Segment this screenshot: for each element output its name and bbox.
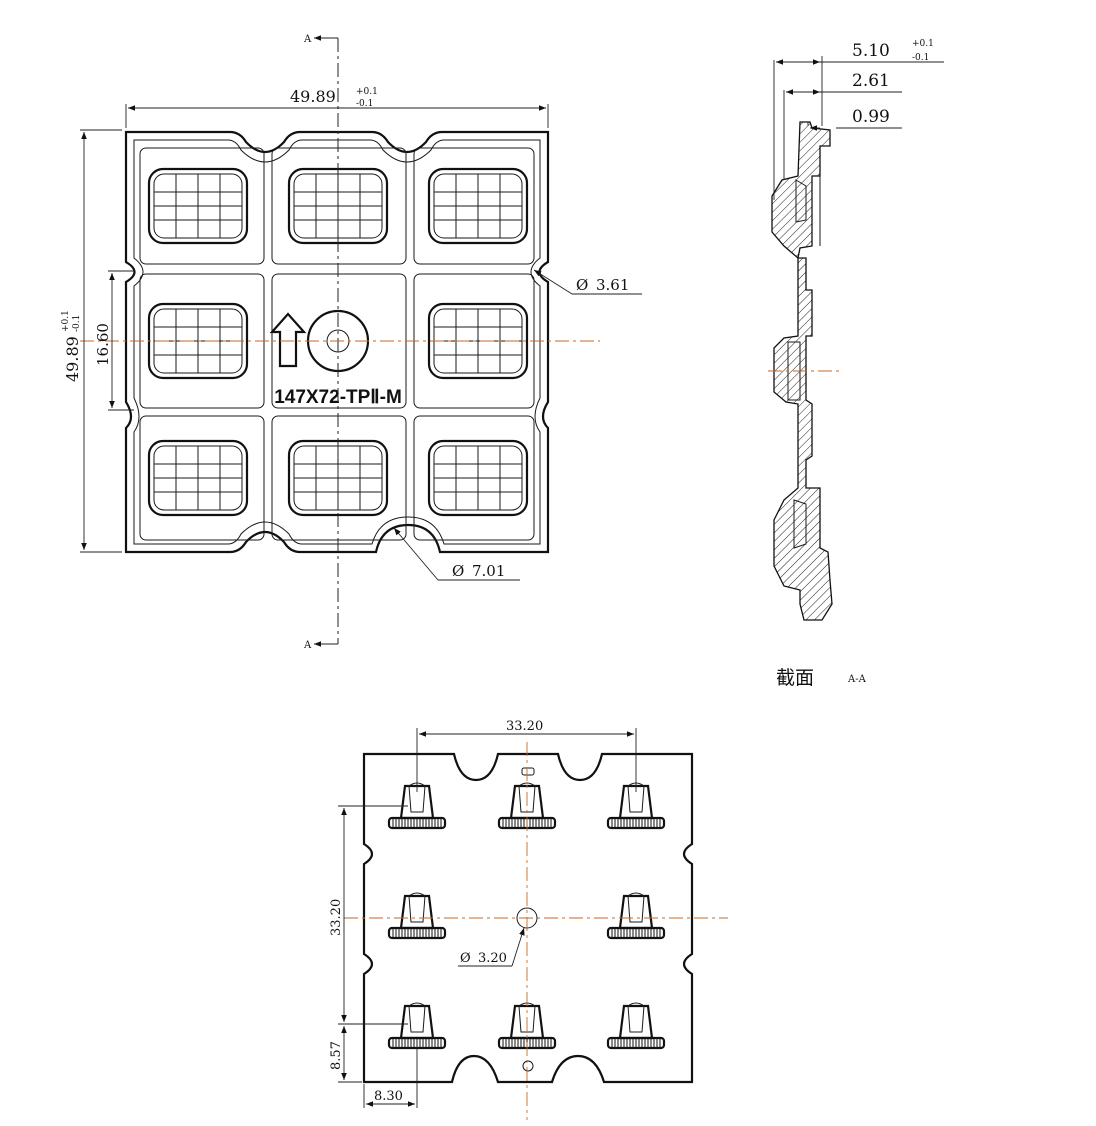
offset-bottom-value: 8.57 [329, 1041, 344, 1070]
section-marker-top: A [303, 34, 312, 45]
front-view: 147X72-TPⅡ-M A A 49.89 +0.1 -0.1 49.89 +… [61, 34, 642, 651]
lens-outline [427, 167, 529, 245]
cell-frame [139, 415, 265, 541]
offset-left-value: 8.30 [374, 1089, 403, 1104]
small-notch-leader [533, 269, 573, 295]
small-notch-dia-symbol: Ø [576, 276, 588, 294]
clip [606, 1002, 666, 1050]
cell-frame [271, 147, 407, 265]
height-dim-value: 49.89 [63, 336, 82, 382]
clip-head [518, 1002, 536, 1033]
lens-cell-grid [139, 147, 535, 541]
large-notch-dia-value: 7.01 [472, 562, 505, 580]
back-outline [362, 752, 694, 1084]
clip-body [618, 894, 654, 930]
lens-outline [427, 439, 529, 517]
bottom-hole [522, 1060, 534, 1072]
pitch-x-value: 33.20 [506, 719, 543, 734]
pitch-y-value: 33.20 [329, 899, 344, 936]
clip-body [618, 1004, 654, 1040]
center-hole-dia-symbol: Ø [460, 951, 471, 966]
width-dim-tol-minus: -0.1 [356, 99, 373, 109]
cell-frame [271, 415, 407, 541]
center-hole-leader [511, 927, 525, 967]
clip-base [387, 816, 447, 830]
front-outline [124, 130, 550, 554]
clip-base [606, 1036, 666, 1050]
lens-outline [147, 167, 249, 245]
height-dim-tol-plus: +0.1 [61, 310, 71, 332]
dim-total-tol-plus: +0.1 [912, 39, 934, 49]
lens-outline [147, 439, 249, 517]
center-hole-dia-value: 3.20 [478, 951, 507, 966]
clip-base [387, 926, 447, 940]
section-cavity [793, 499, 807, 549]
back-view: 33.20 33.20 8.57 8.30 Ø 3.20 [329, 719, 728, 1120]
small-notch-dia-value: 3.61 [596, 276, 629, 294]
section-cavity [787, 341, 801, 401]
height-dim-tol-minus: -0.1 [72, 315, 82, 332]
pitch-dim-value: 16.60 [94, 323, 112, 366]
clip-base [606, 816, 666, 830]
clip-head [627, 1002, 645, 1033]
section-view: 5.10 +0.1 -0.1 2.61 0.99 截面 A-A [768, 39, 944, 689]
clip-body [399, 894, 435, 930]
clip [606, 782, 666, 830]
section-caption-id: A-A [847, 674, 867, 685]
clip [387, 892, 447, 940]
dim-total-value: 5.10 [852, 41, 890, 61]
dim-mid-value: 2.61 [852, 71, 890, 91]
clip [606, 892, 666, 940]
clip-body [399, 1004, 435, 1040]
width-dim-tol-plus: +0.1 [356, 87, 378, 97]
cell-frame [139, 147, 265, 265]
orientation-arrow-icon [269, 312, 307, 368]
clip-base [606, 926, 666, 940]
clip-head [627, 892, 645, 923]
large-notch-leader [393, 527, 439, 581]
clip-head [408, 782, 426, 813]
large-notch-dia-symbol: Ø [452, 562, 464, 580]
lens-outline [427, 302, 529, 380]
top-slot [521, 767, 535, 776]
cell-frame [413, 415, 535, 541]
width-dim-value: 49.89 [290, 87, 336, 106]
cell-frame [413, 147, 535, 265]
section-caption-cn: 截面 [776, 667, 814, 689]
section-marker-bottom: A [303, 640, 312, 651]
section-cavity [795, 179, 807, 223]
front-inner-outline [133, 139, 541, 545]
clip-head [627, 782, 645, 813]
clip [387, 782, 447, 830]
clip-array [387, 782, 666, 1050]
clip-head [518, 782, 536, 813]
dim-total-tol-minus: -0.1 [912, 53, 929, 63]
dim-small-value: 0.99 [852, 107, 890, 127]
clip-head [408, 1002, 426, 1033]
